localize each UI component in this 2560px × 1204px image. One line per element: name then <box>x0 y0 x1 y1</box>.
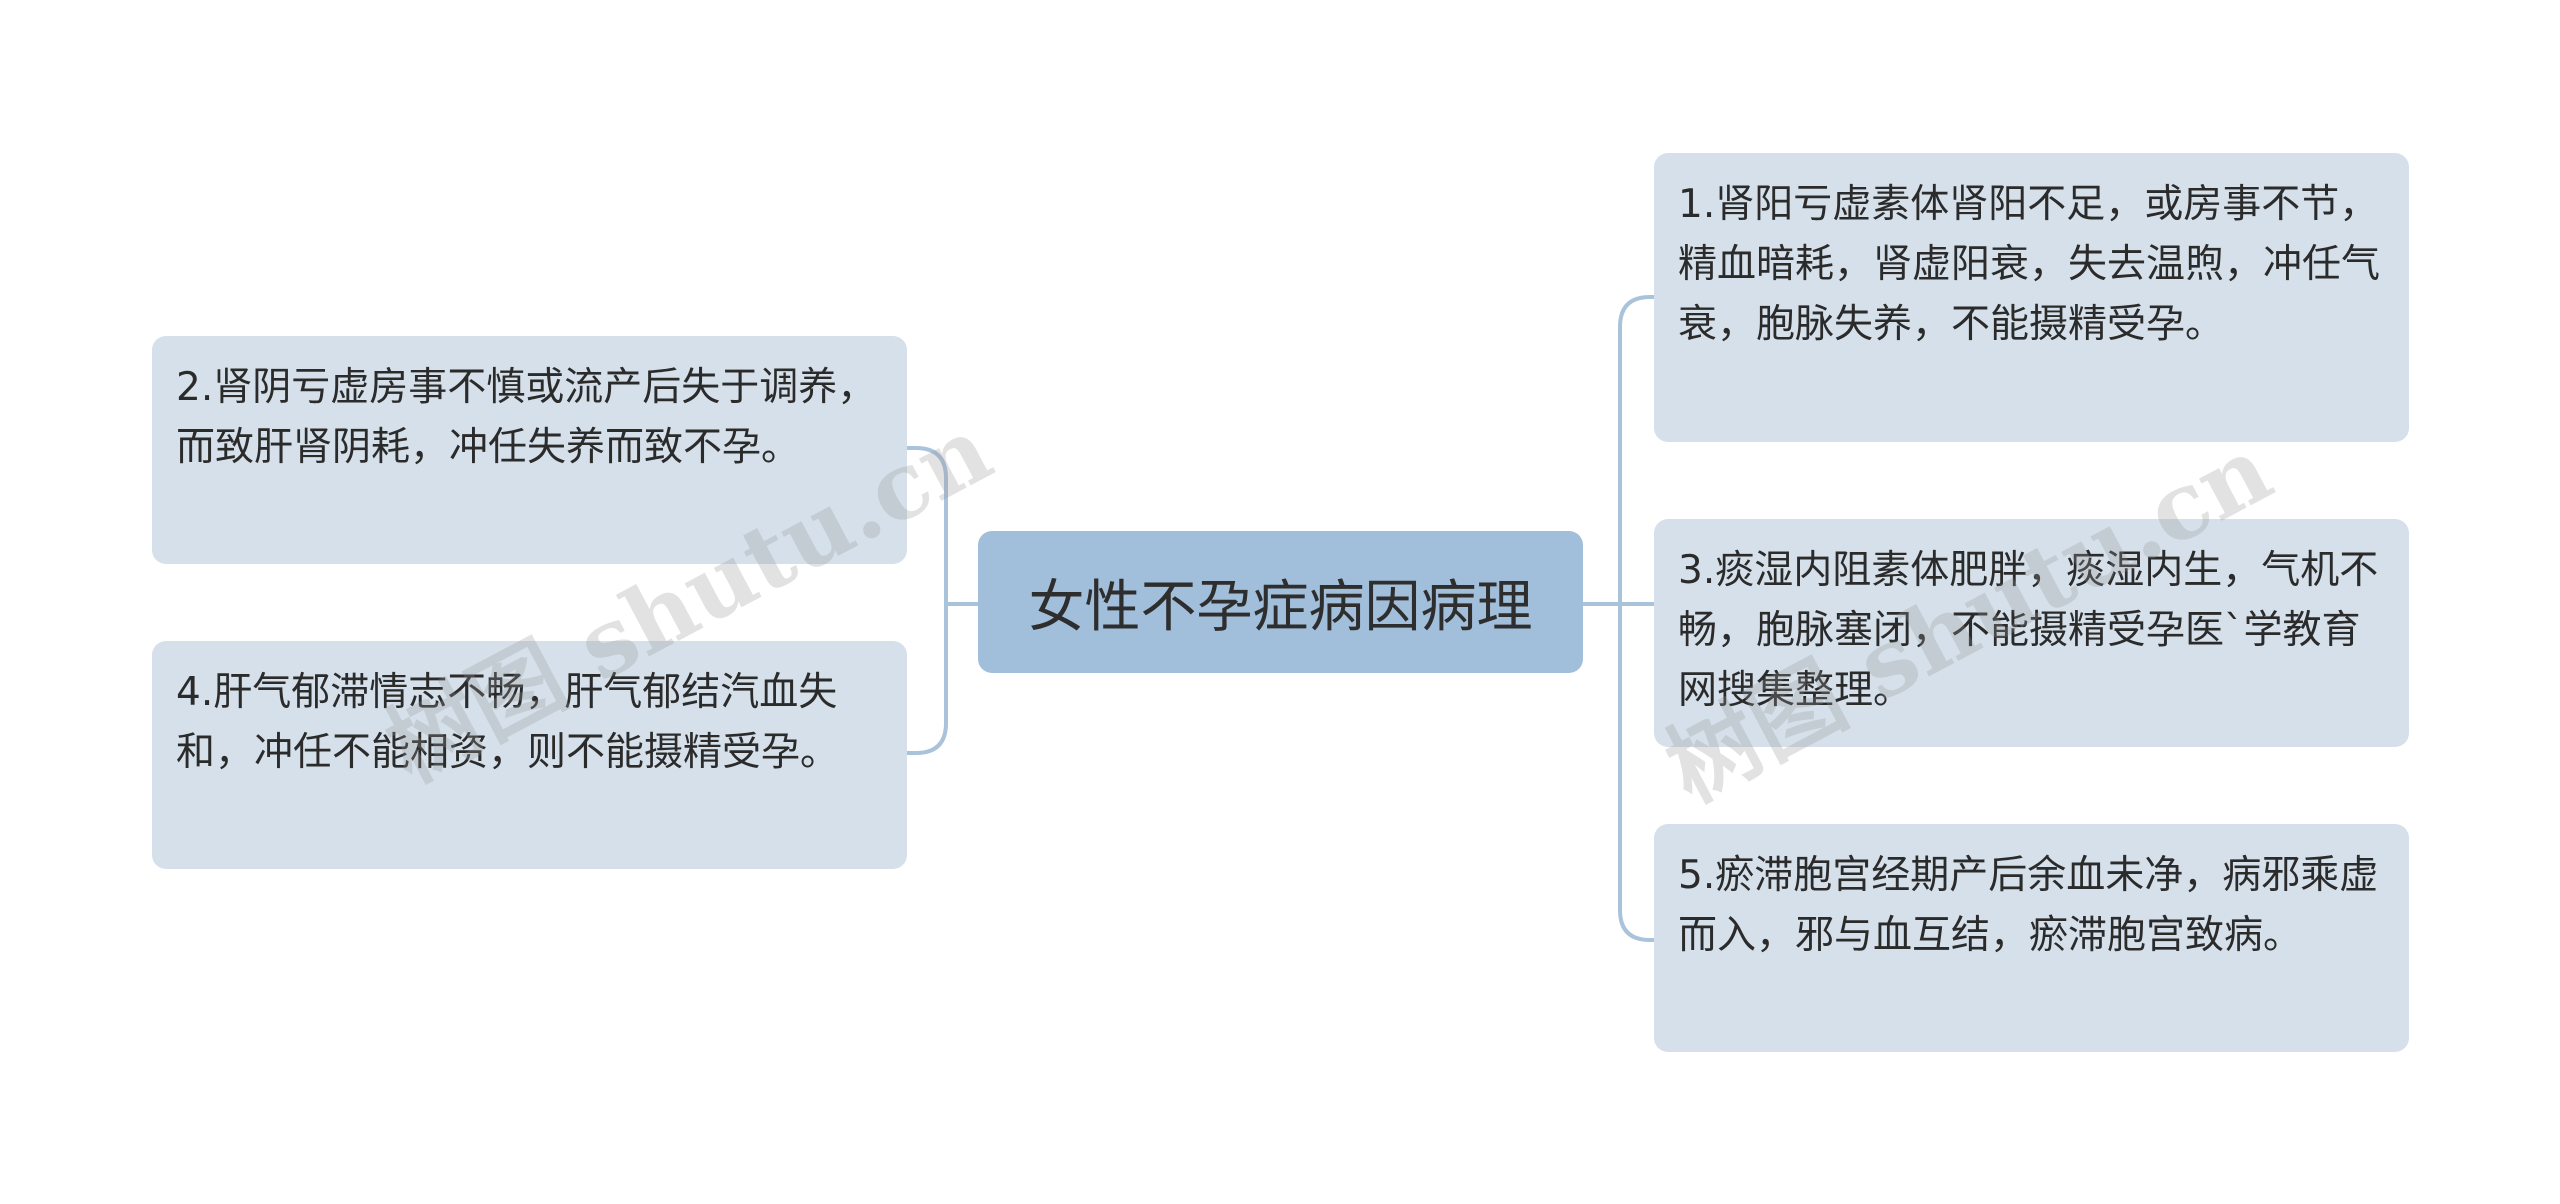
connector-left-node-2 <box>907 446 948 604</box>
topic-node-3-label: 3.痰湿内阻素体肥胖，痰湿内生，气机不畅，胞脉塞闭，不能摄精受孕医`学教育网搜集… <box>1678 548 2379 713</box>
topic-node-5-label: 5.瘀滞胞宫经期产后余血未净，病邪乘虚而入，邪与血互结，瘀滞胞宫致病。 <box>1678 853 2379 958</box>
topic-node-3[interactable]: 3.痰湿内阻素体肥胖，痰湿内生，气机不畅，胞脉塞闭，不能摄精受孕医`学教育网搜集… <box>1654 519 2409 747</box>
topic-node-4-label: 4.肝气郁滞情志不畅，肝气郁结汽血失和，冲任不能相资，则不能摄精受孕。 <box>176 670 840 775</box>
topic-node-1[interactable]: 1.肾阳亏虚素体肾阳不足，或房事不节，精血暗耗，肾虚阳衰，失去温煦，冲任气衰，胞… <box>1654 153 2409 442</box>
topic-node-5[interactable]: 5.瘀滞胞宫经期产后余血未净，病邪乘虚而入，邪与血互结，瘀滞胞宫致病。 <box>1654 824 2409 1052</box>
topic-node-2-label: 2.肾阴亏虚房事不慎或流产后失于调养，而致肝肾阴耗，冲任失养而致不孕。 <box>176 365 877 470</box>
connector-left-node-4 <box>907 604 948 755</box>
connector-right-node-5 <box>1618 604 1654 942</box>
root-topic-label: 女性不孕症病因病理 <box>1028 574 1533 640</box>
topic-node-4[interactable]: 4.肝气郁滞情志不畅，肝气郁结汽血失和，冲任不能相资，则不能摄精受孕。 <box>152 641 907 869</box>
connector-right-node-1 <box>1618 295 1654 604</box>
root-topic[interactable]: 女性不孕症病因病理 <box>978 531 1583 673</box>
topic-node-2[interactable]: 2.肾阴亏虚房事不慎或流产后失于调养，而致肝肾阴耗，冲任失养而致不孕。 <box>152 336 907 564</box>
topic-node-1-label: 1.肾阳亏虚素体肾阳不足，或房事不节，精血暗耗，肾虚阳衰，失去温煦，冲任气衰，胞… <box>1678 182 2381 347</box>
